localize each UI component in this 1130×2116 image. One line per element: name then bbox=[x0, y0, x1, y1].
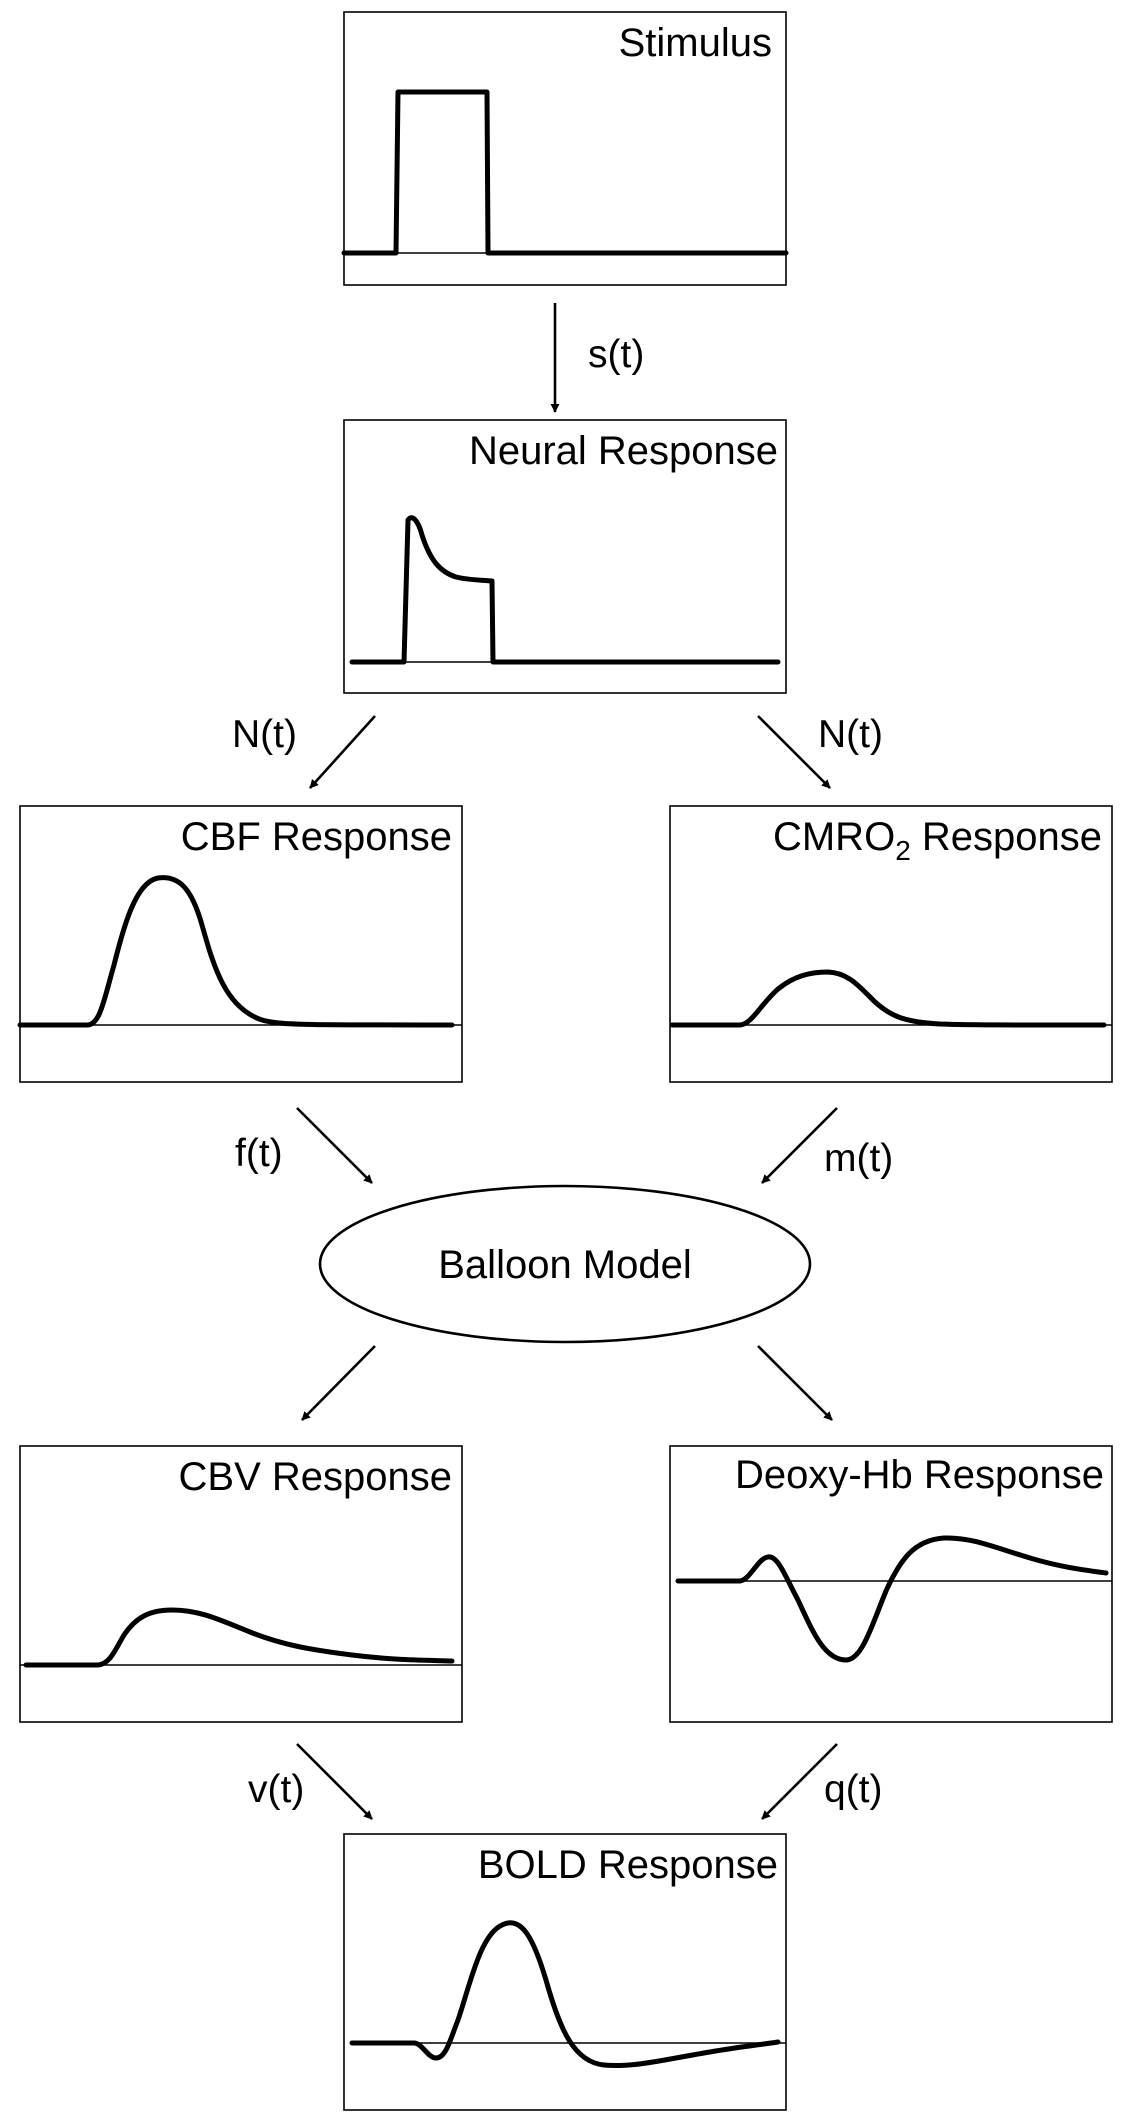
edge-label-s: s(t) bbox=[588, 333, 644, 376]
diagonal-arrow-icon bbox=[757, 715, 831, 789]
edge-label-n-left: N(t) bbox=[232, 713, 297, 756]
bold-frame bbox=[343, 1833, 787, 2111]
edge-label-n-right: N(t) bbox=[818, 713, 883, 756]
cbv-title: CBV Response bbox=[179, 1455, 452, 1499]
cbf-curve bbox=[17, 875, 455, 1028]
cbf-title: CBF Response bbox=[181, 815, 452, 859]
stimulus-frame bbox=[343, 11, 787, 286]
cbf-frame bbox=[19, 805, 463, 1083]
stimulus-title: Stimulus bbox=[619, 21, 772, 65]
diagonal-arrow-icon bbox=[301, 1345, 376, 1421]
edge-deoxy-to-bold: q(t) bbox=[761, 1743, 883, 1820]
edge-cbf-to-balloon: f(t) bbox=[235, 1107, 373, 1184]
edge-neural-to-cbf: N(t) bbox=[232, 713, 376, 789]
cmro2-curve bbox=[669, 969, 1107, 1028]
cmro2-panel: CMRO2 Response bbox=[669, 805, 1113, 1083]
diagonal-arrow-icon bbox=[761, 1743, 838, 1820]
edge-balloon-to-deoxy bbox=[757, 1345, 833, 1421]
cbv-curve bbox=[23, 1607, 455, 1668]
stimulus-panel: Stimulus bbox=[341, 11, 789, 286]
deoxy-panel: Deoxy-Hb Response bbox=[669, 1445, 1113, 1723]
cbf-panel: CBF Response bbox=[17, 805, 463, 1083]
cbv-panel: CBV Response bbox=[19, 1445, 463, 1723]
stimulus-curve bbox=[341, 89, 789, 256]
bold-panel: BOLD Response bbox=[343, 1833, 787, 2111]
cmro2-title: CMRO2 Response bbox=[773, 815, 1102, 866]
edge-label-q: q(t) bbox=[824, 1768, 883, 1811]
edge-stimulus-to-neural: s(t) bbox=[550, 303, 644, 413]
edge-label-v: v(t) bbox=[248, 1768, 304, 1811]
edge-balloon-to-cbv bbox=[301, 1345, 376, 1421]
balloon-model-node: Balloon Model bbox=[318, 1184, 812, 1344]
neural-frame bbox=[343, 419, 787, 694]
cmro2-frame bbox=[669, 805, 1113, 1083]
diagonal-arrow-icon bbox=[296, 1743, 373, 1820]
diagonal-arrow-icon bbox=[296, 1107, 373, 1184]
edge-label-m: m(t) bbox=[824, 1137, 893, 1180]
neural-curve bbox=[349, 515, 781, 665]
deoxy-title: Deoxy-Hb Response bbox=[735, 1453, 1104, 1497]
edge-cmro2-to-balloon: m(t) bbox=[761, 1107, 893, 1184]
diagonal-arrow-icon bbox=[309, 715, 376, 789]
diagonal-arrow-icon bbox=[761, 1107, 838, 1184]
neural-title: Neural Response bbox=[469, 429, 778, 473]
deoxy-curve bbox=[675, 1535, 1109, 1663]
diagonal-arrow-icon bbox=[757, 1345, 833, 1421]
balloon-model-ellipse bbox=[318, 1184, 812, 1344]
edge-label-f: f(t) bbox=[235, 1132, 283, 1175]
neural-panel: Neural Response bbox=[343, 419, 787, 694]
edge-cbv-to-bold: v(t) bbox=[248, 1743, 373, 1820]
bold-title: BOLD Response bbox=[478, 1843, 778, 1887]
edge-neural-to-cmro2: N(t) bbox=[757, 713, 883, 789]
bold-curve bbox=[349, 1920, 781, 2069]
balloon-model-label: Balloon Model bbox=[438, 1243, 692, 1287]
cbv-frame bbox=[19, 1445, 463, 1723]
